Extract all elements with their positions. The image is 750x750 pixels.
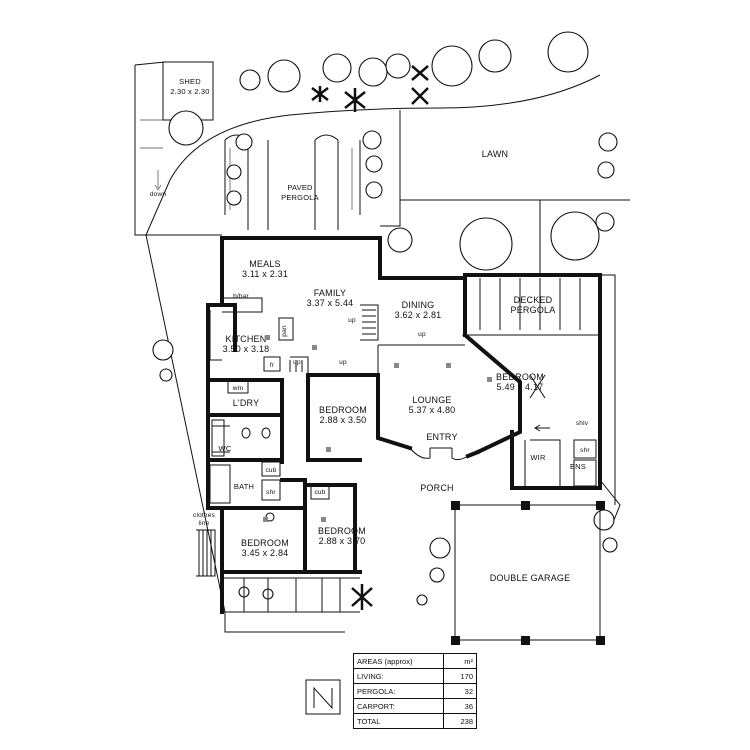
down-arrow-icon bbox=[154, 170, 162, 191]
down-label: down bbox=[150, 191, 167, 198]
tree-icons bbox=[152, 31, 618, 606]
entry-label: ENTRY bbox=[426, 432, 457, 442]
stair-up-label-1: up bbox=[348, 317, 356, 324]
area-label: LIVING: bbox=[353, 668, 444, 684]
clothesline bbox=[196, 529, 216, 577]
clothesline-label-2: line bbox=[199, 520, 210, 527]
lounge-label: LOUNGE bbox=[412, 395, 451, 405]
family-label: FAMILY bbox=[314, 288, 347, 298]
areas-table: AREAS (approx) m² LIVING: 170 PERGOLA: 3… bbox=[353, 653, 477, 732]
pantry-label: pan bbox=[281, 325, 288, 337]
wir-label: WIR bbox=[530, 453, 546, 462]
lounge-dims: 5.37 x 4.80 bbox=[409, 405, 456, 415]
paved-pergola-label-2: PERGOLA bbox=[281, 193, 319, 202]
bedroom-3-label: BEDROOM bbox=[241, 538, 289, 548]
double-garage bbox=[451, 501, 605, 645]
area-label: PERGOLA: bbox=[353, 683, 444, 699]
dining-label: DINING bbox=[402, 300, 435, 310]
bath-label: BATH bbox=[234, 482, 254, 491]
garden-edge bbox=[145, 74, 601, 236]
decked-pergola-label-2: PERGOLA bbox=[511, 305, 556, 315]
cupboard-label: cub bbox=[265, 467, 276, 474]
area-value: 32 bbox=[443, 683, 477, 699]
table-row: TOTAL 238 bbox=[353, 713, 477, 729]
kitchen-label: KITCHEN bbox=[226, 334, 267, 344]
area-value: 36 bbox=[443, 698, 477, 714]
table-row: CARPORT: 36 bbox=[353, 698, 477, 714]
cupboard-label-2: cub bbox=[314, 489, 325, 496]
bedroom-2-label: BEDROOM bbox=[319, 405, 367, 415]
bbar-label: b/bar bbox=[233, 293, 249, 300]
stair-up-label-3: up bbox=[339, 359, 347, 366]
shed-dims: 2.30 x 2.30 bbox=[170, 87, 209, 96]
site-boundary bbox=[134, 61, 621, 633]
shed-label: SHED bbox=[179, 77, 201, 86]
bedroom-2-dims: 2.88 x 3.50 bbox=[320, 415, 367, 425]
meals-dims: 3.11 x 2.31 bbox=[242, 269, 288, 279]
family-dims: 3.37 x 5.44 bbox=[307, 298, 354, 308]
kitchen-dims: 3.50 x 3.18 bbox=[223, 344, 270, 354]
table-row: LIVING: 170 bbox=[353, 668, 477, 684]
table-row: PERGOLA: 32 bbox=[353, 683, 477, 699]
bedroom-4-dims: 2.88 x 3.70 bbox=[319, 536, 366, 546]
area-label: CARPORT: bbox=[353, 698, 444, 714]
master-bedroom-label: BEDROOM bbox=[496, 372, 544, 382]
wc-label: WC bbox=[219, 444, 232, 453]
interior-lines bbox=[209, 278, 600, 613]
bedroom-3-dims: 3.45 x 2.84 bbox=[242, 548, 289, 558]
stair-up-label-4: up bbox=[418, 331, 426, 338]
shower-label: shr bbox=[266, 489, 276, 496]
washing-machine-label: wm bbox=[232, 385, 244, 392]
light-fittings bbox=[263, 335, 492, 522]
master-bedroom-dims: 5.49 x 4.17 bbox=[497, 382, 544, 392]
lawn-edge bbox=[399, 110, 630, 201]
areas-heading: AREAS (approx) bbox=[353, 653, 444, 669]
area-value: 170 bbox=[443, 668, 477, 684]
lawn-label: LAWN bbox=[482, 149, 508, 159]
porch-label: PORCH bbox=[420, 483, 454, 493]
laundry-label: L'DRY bbox=[233, 398, 260, 408]
areas-unit: m² bbox=[443, 653, 477, 669]
entry-doors bbox=[409, 447, 469, 461]
clothesline-label-1: clothes bbox=[193, 512, 216, 519]
ensuite-label: ENS bbox=[570, 462, 586, 471]
dining-dims: 3.62 x 2.81 bbox=[395, 310, 442, 320]
decked-pergola-label-1: DECKED bbox=[514, 295, 553, 305]
meals-label: MEALS bbox=[249, 259, 281, 269]
ensuite-shower-label: shr bbox=[580, 447, 590, 454]
fridge-label: fr bbox=[270, 362, 275, 369]
palm-icons bbox=[311, 65, 429, 610]
area-total-value: 238 bbox=[443, 713, 477, 729]
garage-label: DOUBLE GARAGE bbox=[490, 573, 571, 583]
shelves-label: shlv bbox=[576, 420, 589, 427]
fence-line bbox=[146, 200, 616, 505]
bedroom-4-label: BEDROOM bbox=[318, 526, 366, 536]
north-arrow-icon bbox=[305, 679, 341, 715]
paved-pergola-label-1: PAVED bbox=[287, 183, 313, 192]
stair-up-label-2: up bbox=[293, 359, 301, 366]
area-total-label: TOTAL bbox=[353, 713, 444, 729]
